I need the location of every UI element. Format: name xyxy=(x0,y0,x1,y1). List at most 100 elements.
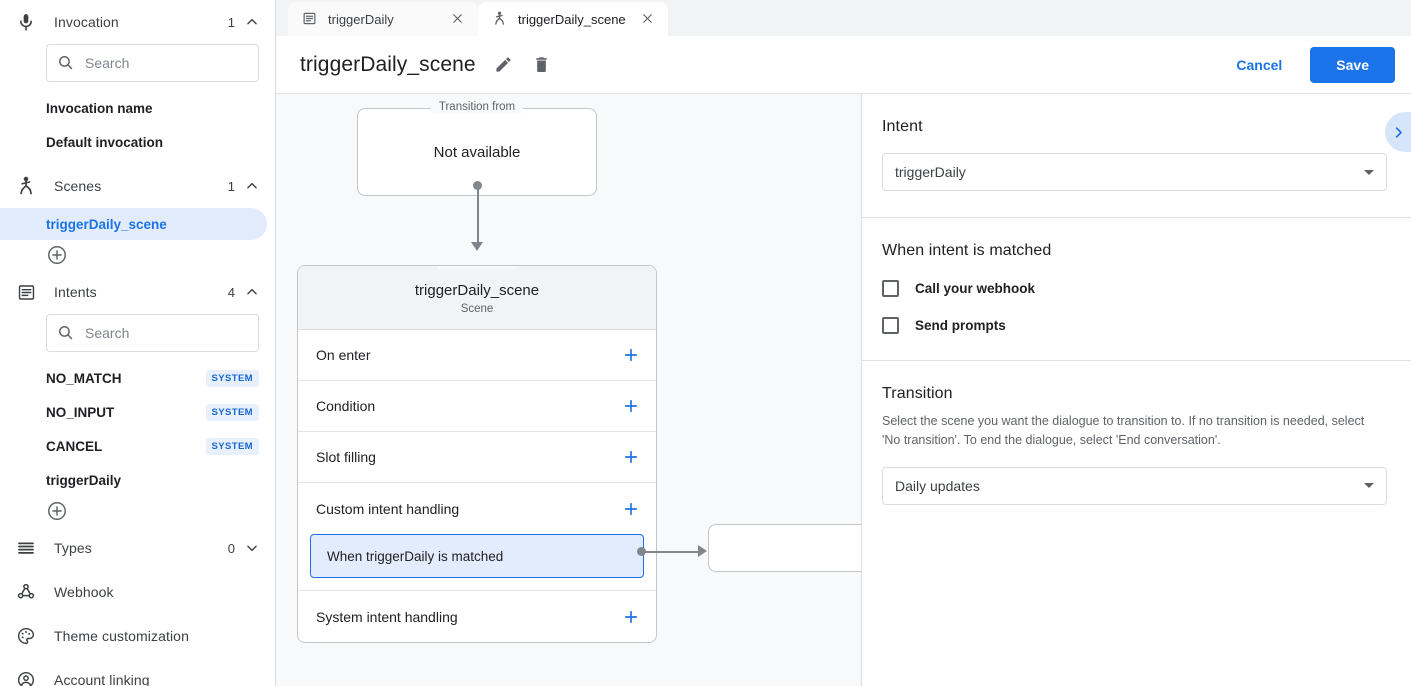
transition-select-value: Daily updates xyxy=(895,477,980,494)
chevron-down-icon[interactable] xyxy=(245,541,259,555)
trash-icon[interactable] xyxy=(532,55,552,75)
page-title: triggerDaily_scene xyxy=(300,52,476,76)
tab-triggerdaily[interactable]: triggerDaily xyxy=(288,2,478,36)
target-transition-node[interactable]: Tr Dail xyxy=(708,524,861,572)
transition-description: Select the scene you want the dialogue t… xyxy=(882,414,1365,447)
sidebar-item-no-input[interactable]: NO_INPUT SYSTEM xyxy=(0,396,275,428)
scene-row-label: Custom intent handling xyxy=(316,500,460,517)
sidebar-item-cancel[interactable]: CANCEL SYSTEM xyxy=(0,430,275,462)
account-circle-icon xyxy=(14,668,38,686)
sidebar-item-theme-customization[interactable]: Theme customization xyxy=(0,614,275,658)
scene-branch-icon xyxy=(14,174,38,198)
chevron-up-icon[interactable] xyxy=(245,15,259,29)
transition-to-node[interactable]: Transition to triggerDaily_scene Scene O… xyxy=(297,265,657,643)
dropdown-caret-icon xyxy=(1364,483,1374,488)
scene-row-label: Slot filling xyxy=(316,449,376,465)
checkbox-label: Send prompts xyxy=(915,318,1006,333)
intent-section: Intent triggerDaily xyxy=(862,94,1411,217)
add-intent-icon[interactable] xyxy=(46,500,68,522)
sidebar-item-triggerdaily-scene[interactable]: triggerDaily_scene xyxy=(0,208,267,240)
checkbox-call-your-webhook[interactable]: Call your webhook xyxy=(882,280,1387,297)
sidebar-item-no-match[interactable]: NO_MATCH SYSTEM xyxy=(0,362,275,394)
chevron-right-icon xyxy=(1391,125,1406,140)
body-split: Transition from Not available Transition… xyxy=(276,94,1411,686)
invocation-search-box[interactable] xyxy=(46,44,259,82)
collapse-panel-button[interactable] xyxy=(1385,112,1411,152)
plus-icon[interactable] xyxy=(622,397,640,415)
sidebar-group-types[interactable]: Types 0 xyxy=(0,526,275,570)
sidebar-group-count: 1 xyxy=(227,178,235,194)
sidebar-group-invocation[interactable]: Invocation 1 xyxy=(0,0,275,44)
checkbox-box[interactable] xyxy=(882,280,899,297)
sidebar-item-triggerdaily[interactable]: triggerDaily xyxy=(0,464,275,496)
transition-from-node[interactable]: Transition from Not available xyxy=(357,101,597,196)
plus-icon[interactable] xyxy=(622,500,640,518)
webhook-nodes-icon xyxy=(14,580,38,604)
intent-handler-chip[interactable]: When triggerDaily is matched xyxy=(310,534,644,578)
invocation-search-wrap xyxy=(0,44,275,82)
sidebar-group-label: Types xyxy=(54,540,92,556)
sidebar-item-label: Theme customization xyxy=(54,628,189,644)
search-icon xyxy=(57,324,75,342)
connector-line xyxy=(642,550,700,553)
close-icon[interactable] xyxy=(450,11,466,27)
intent-select[interactable]: triggerDaily xyxy=(882,153,1387,191)
sidebar-item-webhook[interactable]: Webhook xyxy=(0,570,275,614)
plus-icon[interactable] xyxy=(622,448,640,466)
scene-row-system-intent-handling[interactable]: System intent handling xyxy=(298,591,656,642)
scene-row-label: On enter xyxy=(316,347,371,363)
sidebar-group-scenes[interactable]: Scenes 1 xyxy=(0,164,275,208)
intents-search-input[interactable] xyxy=(85,325,248,341)
transition-from-legend: Transition from xyxy=(430,101,524,113)
tab-triggerdaily-scene[interactable]: triggerDaily_scene xyxy=(478,2,668,36)
intent-list-icon xyxy=(14,280,38,304)
scene-node-type: Scene xyxy=(460,303,494,315)
cancel-button[interactable]: Cancel xyxy=(1222,48,1296,82)
tab-label: triggerDaily_scene xyxy=(518,11,626,27)
status-badge: SYSTEM xyxy=(205,369,259,387)
palette-icon xyxy=(14,624,38,648)
scene-row-condition[interactable]: Condition xyxy=(298,381,656,432)
intent-list-icon xyxy=(302,11,318,27)
save-button[interactable]: Save xyxy=(1310,46,1395,83)
sidebar-item-label: Invocation name xyxy=(46,100,153,116)
sidebar-item-label: triggerDaily xyxy=(46,472,122,488)
transition-to-legend: Transition to xyxy=(437,266,517,269)
chevron-up-icon[interactable] xyxy=(245,285,259,299)
scene-row-slot-filling[interactable]: Slot filling xyxy=(298,432,656,483)
add-scene-row xyxy=(0,240,275,270)
status-badge: SYSTEM xyxy=(205,403,259,421)
scene-row-custom-intent-handling[interactable]: Custom intent handling xyxy=(298,483,656,534)
close-icon[interactable] xyxy=(640,11,656,27)
intents-search-box[interactable] xyxy=(46,314,259,352)
sidebar-group-label: Invocation xyxy=(54,14,119,30)
checkbox-box[interactable] xyxy=(882,317,899,334)
sidebar-group-label: Scenes xyxy=(54,178,102,194)
sidebar-item-default-invocation[interactable]: Default invocation xyxy=(0,126,275,158)
checkbox-send-prompts[interactable]: Send prompts xyxy=(882,317,1387,334)
intents-search-wrap xyxy=(0,314,275,352)
sidebar-item-account-linking[interactable]: Account linking xyxy=(0,658,275,686)
checkbox-label: Call your webhook xyxy=(915,281,1036,296)
transition-select[interactable]: Daily updates xyxy=(882,466,1387,505)
when-matched-heading: When intent is matched xyxy=(882,242,1052,259)
scene-graph-canvas[interactable]: Transition from Not available Transition… xyxy=(276,94,862,686)
main-content: triggerDaily triggerDaily_scene xyxy=(276,0,1411,686)
sidebar-item-label: triggerDaily_scene xyxy=(46,216,167,232)
sidebar-item-invocation-name[interactable]: Invocation name xyxy=(0,92,275,124)
add-scene-icon[interactable] xyxy=(46,244,68,266)
arrow-head-right xyxy=(698,545,707,557)
chevron-up-icon[interactable] xyxy=(245,179,259,193)
plus-icon[interactable] xyxy=(622,346,640,364)
plus-icon[interactable] xyxy=(622,608,640,626)
scene-row-on-enter[interactable]: On enter xyxy=(298,330,656,381)
scene-row-label: Condition xyxy=(316,398,376,414)
transition-section: Transition Select the scene you want the… xyxy=(862,360,1411,531)
pencil-icon[interactable] xyxy=(494,55,514,75)
sidebar-group-count: 0 xyxy=(227,540,235,556)
sidebar-item-label: NO_INPUT xyxy=(46,404,115,420)
sidebar-group-intents[interactable]: Intents 4 xyxy=(0,270,275,314)
search-icon xyxy=(57,54,75,72)
invocation-search-input[interactable] xyxy=(85,55,248,71)
scene-node-name: triggerDaily_scene xyxy=(414,282,540,299)
